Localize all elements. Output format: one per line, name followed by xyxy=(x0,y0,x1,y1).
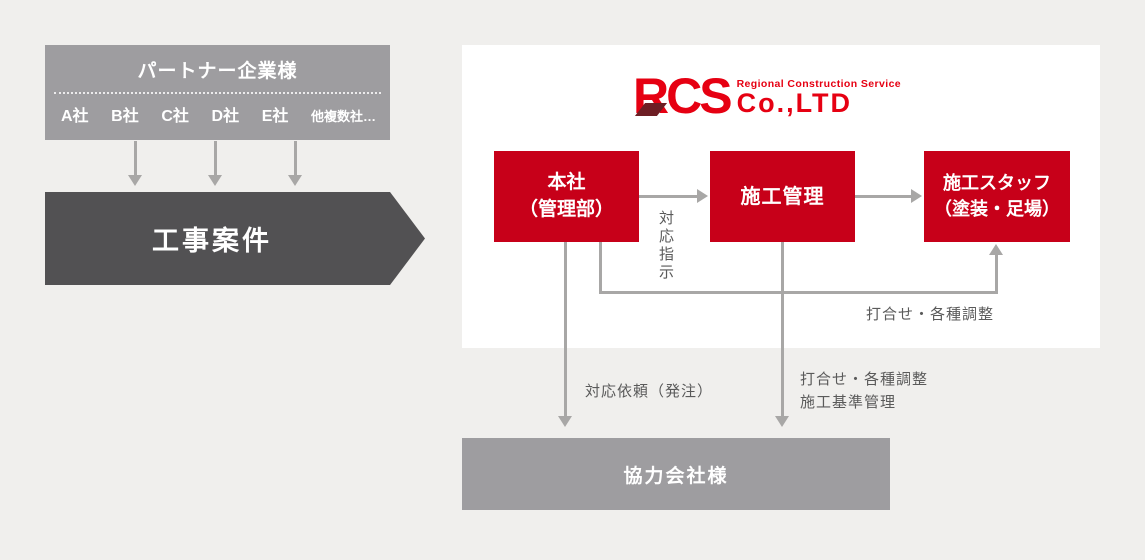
construction-mgmt-label: 施工管理 xyxy=(740,185,825,208)
construction-mgmt-box: 施工管理 xyxy=(710,151,855,242)
arrow-stem xyxy=(294,141,297,177)
arrow-down-icon xyxy=(288,175,302,186)
company-c: C社 xyxy=(161,108,189,125)
hq-to-staff-line-v2 xyxy=(995,253,998,294)
arrow-stem xyxy=(134,141,137,177)
hq-to-coop-line xyxy=(564,242,567,418)
request-order-label: 対応依頼（発注） xyxy=(585,383,714,400)
arrow-right-icon xyxy=(911,189,922,203)
construction-staff-line2: （塗装・足場） xyxy=(934,198,1060,219)
head-office-line2: （管理部） xyxy=(518,198,614,220)
coordination-bottom-line1: 打合せ・各種調整 xyxy=(800,371,929,388)
partner-title: パートナー企業様 xyxy=(137,61,298,82)
arrow-down-icon xyxy=(558,416,572,427)
partner-companies-box: パートナー企業様 A社 B社 C社 D社 E社 他複数社… xyxy=(45,45,390,140)
company-e: E社 xyxy=(261,108,289,125)
hq-to-cm-line xyxy=(639,195,699,198)
rcs-logo-acronym: RCS xyxy=(633,71,733,121)
coordination-bottom-line2: 施工基準管理 xyxy=(800,394,897,411)
rcs-logo-right: Regional Construction Service Co.,LTD xyxy=(737,78,901,117)
arrow-stem xyxy=(214,141,217,177)
cm-to-coop-line xyxy=(781,242,784,418)
head-office-line1: 本社 xyxy=(547,171,586,193)
hq-to-staff-line-h xyxy=(599,291,998,294)
rcs-logo-suffix: Co.,LTD xyxy=(736,88,853,119)
company-a: A社 xyxy=(61,108,89,125)
arrow-down-icon xyxy=(775,416,789,427)
coordination-right-label: 打合せ・各種調整 xyxy=(866,306,995,323)
coordination-bottom-label: 打合せ・各種調整 施工基準管理 xyxy=(800,368,960,414)
arrow-up-icon xyxy=(989,244,1003,255)
project-banner-label: 工事案件 xyxy=(152,226,272,256)
company-d: D社 xyxy=(211,108,240,125)
cm-to-staff-line xyxy=(855,195,913,198)
arrow-down-icon xyxy=(208,175,222,186)
partner-company-list: A社 B社 C社 D社 E社 他複数社… xyxy=(45,94,390,126)
instruction-label: 対応指示 xyxy=(657,210,674,282)
arrow-right-icon xyxy=(697,189,708,203)
rcs-logo-tagline: Regional Construction Service xyxy=(736,78,902,91)
construction-staff-line1: 施工スタッフ xyxy=(943,173,1051,194)
dotted-divider xyxy=(54,92,381,94)
arrow-down-icon xyxy=(128,175,142,186)
hq-to-staff-line-v1 xyxy=(599,242,602,294)
head-office-box: 本社 （管理部） xyxy=(494,151,639,242)
company-others: 他複数社… xyxy=(310,109,376,124)
construction-staff-box: 施工スタッフ （塗装・足場） xyxy=(924,151,1070,242)
cooperation-box: 協力会社様 xyxy=(462,438,890,510)
company-b: B社 xyxy=(111,108,139,125)
rcs-logo: RCS Regional Construction Service Co.,LT… xyxy=(633,71,901,121)
project-banner: 工事案件 xyxy=(45,192,425,285)
cooperation-label: 協力会社様 xyxy=(623,465,729,487)
